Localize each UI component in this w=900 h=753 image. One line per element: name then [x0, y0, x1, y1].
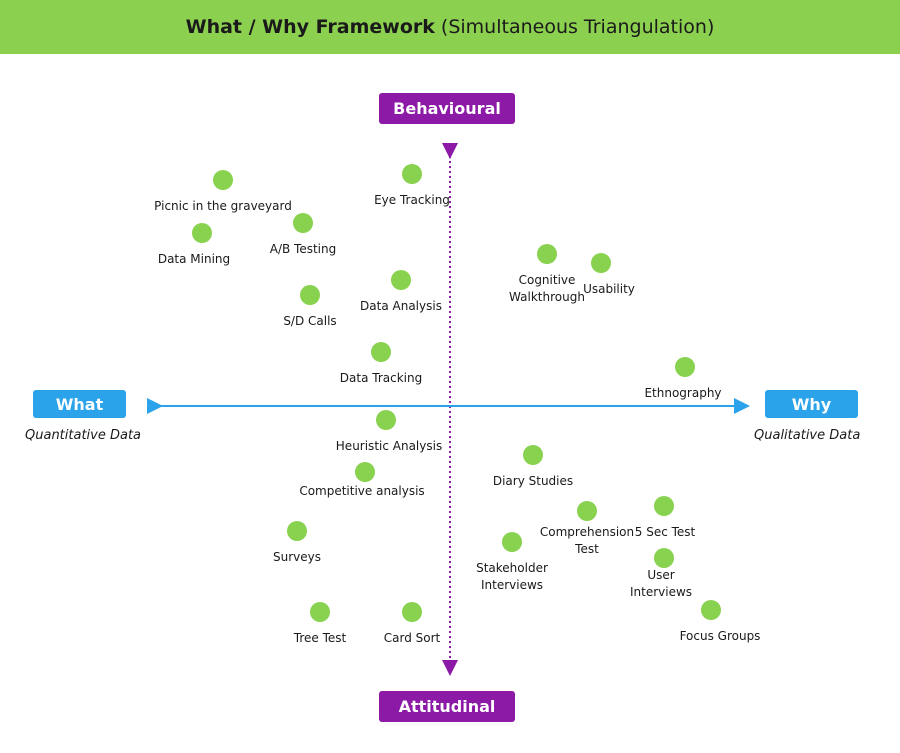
method-label-cognitive-walkthrough: Cognitive Walkthrough	[509, 273, 585, 304]
method-label-data-analysis: Data Analysis	[360, 299, 442, 313]
dot-5-sec-test	[654, 496, 674, 516]
method-label-ab-testing: A/B Testing	[269, 242, 337, 256]
method-label-eye-tracking: Eye Tracking	[374, 193, 450, 207]
dot-heuristic-analysis	[376, 410, 396, 430]
page-title: What / Why Framework	[185, 16, 435, 38]
page-subtitle: (Simultaneous Triangulation)	[440, 16, 715, 38]
dot-comprehension-test	[577, 501, 597, 521]
method-label-competitive-analysis: Competitive analysis	[299, 484, 425, 498]
dot-data-mining	[192, 223, 212, 243]
method-label-data-mining: Data Mining	[157, 252, 231, 266]
attitudinal-label: Attitudinal	[379, 691, 515, 722]
dot-tree-test	[310, 602, 330, 622]
method-label-5-sec-test: 5 Sec Test	[634, 525, 696, 539]
dot-sd-calls	[300, 285, 320, 305]
method-label-diary-studies: Diary Studies	[492, 474, 574, 488]
dot-diary-studies	[523, 445, 543, 465]
dot-focus-groups	[701, 600, 721, 620]
method-label-picnic: Picnic in the graveyard	[154, 199, 292, 213]
method-label-surveys: Surveys	[273, 550, 321, 564]
dot-eye-tracking	[402, 164, 422, 184]
method-label-tree-test: Tree Test	[293, 631, 347, 645]
behavioural-label: Behavioural	[379, 93, 515, 124]
quantitative-label: Quantitative Data	[25, 428, 142, 443]
dot-surveys	[287, 521, 307, 541]
qualitative-label: Qualitative Data	[754, 428, 861, 443]
method-label-sd-calls: S/D Calls	[283, 314, 337, 328]
method-label-data-tracking: Data Tracking	[339, 371, 423, 385]
dot-competitive-analysis	[355, 462, 375, 482]
method-label-heuristic-analysis: Heuristic Analysis	[335, 439, 443, 453]
dot-ab-testing	[293, 213, 313, 233]
dot-usability	[591, 253, 611, 273]
dot-card-sort	[402, 602, 422, 622]
dot-data-analysis	[391, 270, 411, 290]
why-label: Why	[765, 390, 858, 418]
method-label-focus-groups: Focus Groups	[679, 629, 761, 643]
dot-picnic	[213, 170, 233, 190]
method-label-ethnography: Ethnography	[644, 386, 722, 400]
dot-ethnography	[675, 357, 695, 377]
method-label-card-sort: Card Sort	[383, 631, 441, 645]
method-label-usability: Usability	[583, 282, 635, 296]
header-bar: What / Why Framework (Simultaneous Trian…	[0, 0, 900, 54]
dot-user-interviews	[654, 548, 674, 568]
what-label: What	[33, 390, 126, 418]
dot-stakeholder-interviews	[502, 532, 522, 552]
dot-data-tracking	[371, 342, 391, 362]
method-label-comprehension-test: Comprehension Test	[539, 525, 635, 556]
method-label-user-interviews: User Interviews	[629, 568, 693, 599]
method-label-stakeholder-interviews: Stakeholder Interviews	[476, 561, 548, 592]
dot-cognitive-walkthrough	[537, 244, 557, 264]
